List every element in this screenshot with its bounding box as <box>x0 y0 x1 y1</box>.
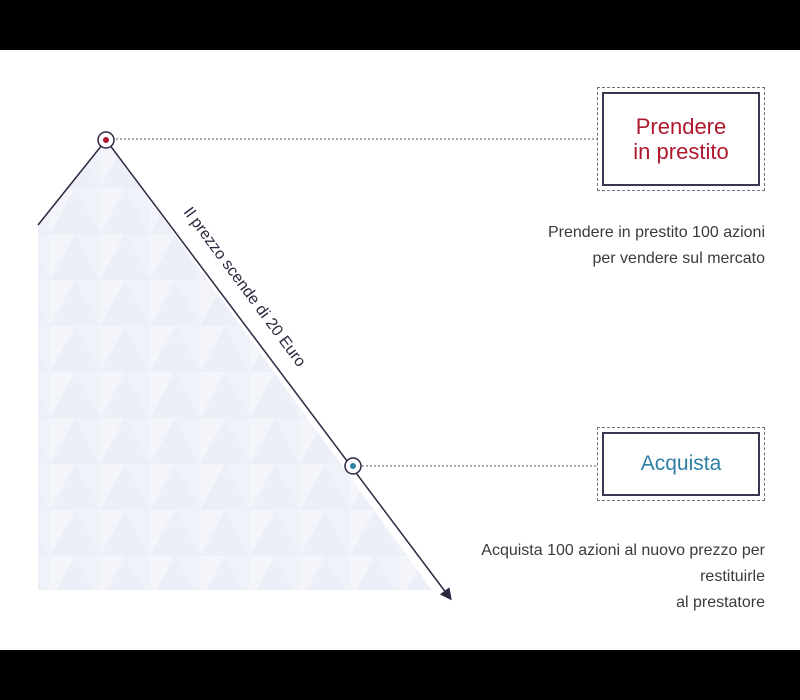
buy-point-marker <box>344 457 362 475</box>
buy-description-line: al prestatore <box>676 594 765 611</box>
buy-description-line: Acquista 100 azioni al nuovo prezzo per <box>481 542 765 559</box>
borrow-description: Prendere in prestito 100 azioni per vend… <box>548 220 765 272</box>
borrow-description-line: per vendere sul mercato <box>592 250 765 267</box>
borrow-description-line: Prendere in prestito 100 azioni <box>547 224 765 241</box>
buy-box: Acquista <box>597 427 765 501</box>
shaded-area <box>38 140 432 590</box>
price-line-left <box>37 139 107 226</box>
borrow-title: Prendere in prestito <box>602 92 760 186</box>
borrow-box: Prendere in prestito <box>597 87 765 191</box>
borrow-point-marker <box>97 131 115 149</box>
buy-title: Acquista <box>602 432 760 496</box>
buy-description-line: restituirle <box>700 568 765 585</box>
diagram-canvas: Il prezzo scende di 20 Euro Prendere in … <box>0 50 800 650</box>
price-drop-arrow <box>105 139 452 601</box>
price-drop-diagram: Il prezzo scende di 20 Euro <box>37 131 597 601</box>
buy-description: Acquista 100 azioni al nuovo prezzo per … <box>481 538 765 616</box>
